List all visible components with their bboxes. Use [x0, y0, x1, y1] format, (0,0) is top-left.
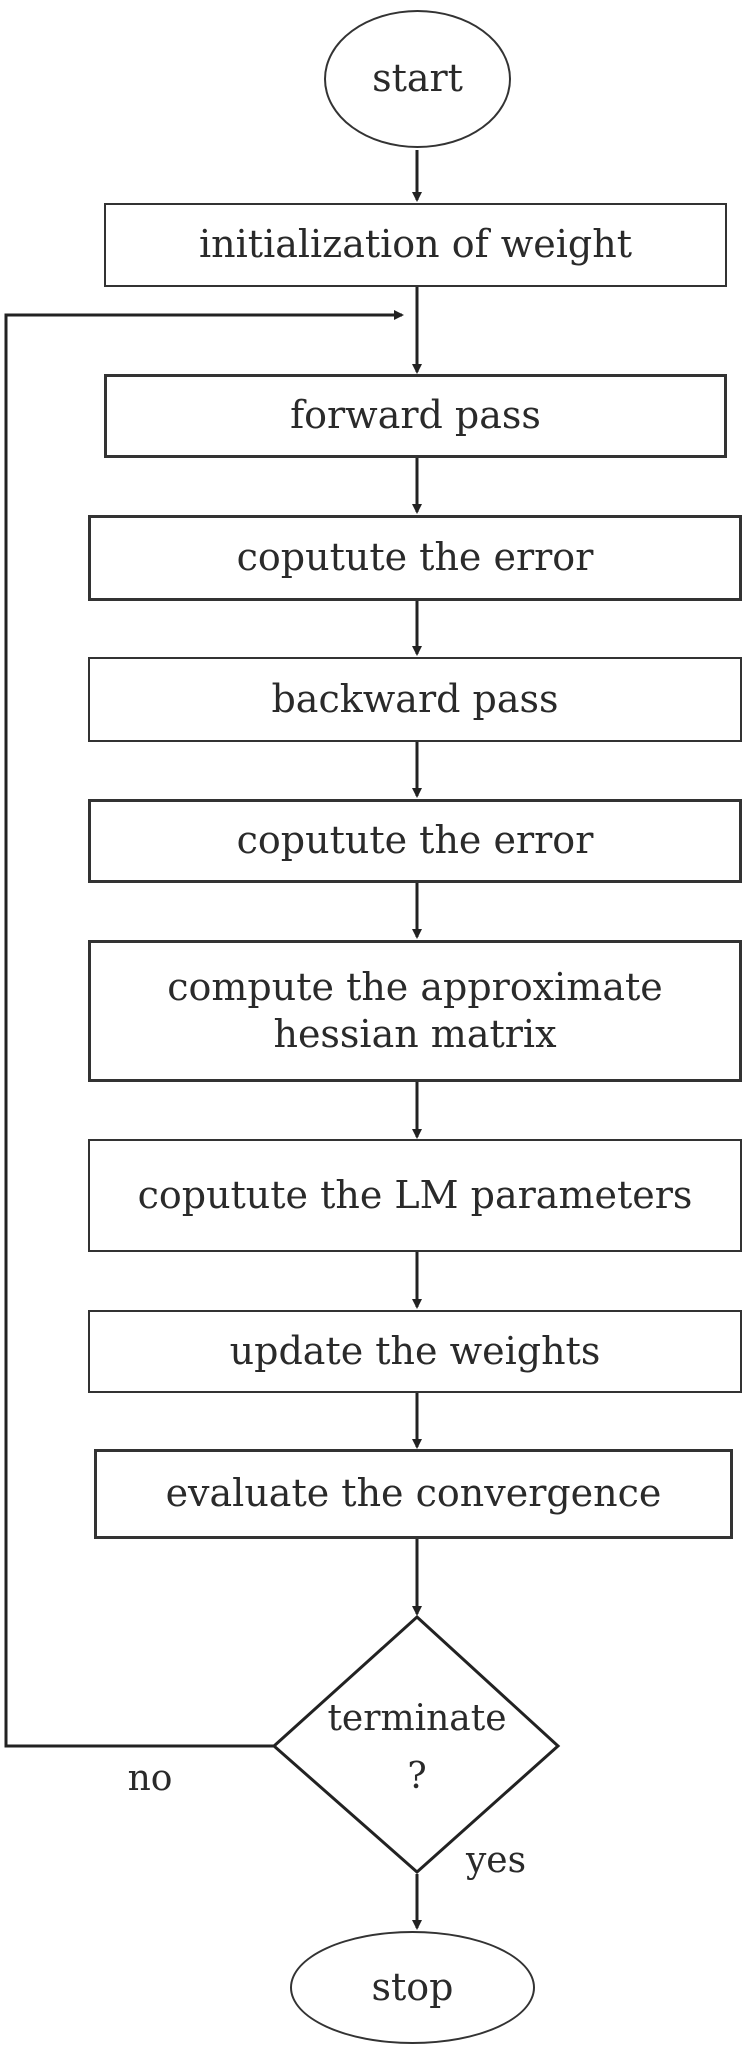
step-lm-parameters: coputute the LM parameters [88, 1139, 742, 1252]
loop-back-line [4, 310, 404, 1748]
step-initialization: initialization of weight [104, 203, 727, 287]
stop-label: stop [371, 1964, 454, 2009]
step-label: update the weights [229, 1328, 601, 1373]
decision-text: terminate ? [300, 1690, 534, 1805]
decision-diamond [271, 1614, 561, 1875]
step-compute-error-2: coputute the error [88, 799, 742, 883]
step-label: coputute the error [236, 535, 594, 580]
step-backward-pass: backward pass [88, 657, 742, 742]
step-evaluate-convergence: evaluate the convergence [94, 1449, 733, 1539]
start-node: start [324, 10, 511, 148]
step-label: coputute the error [236, 818, 594, 863]
stop-node: stop [290, 1931, 535, 2044]
start-label: start [372, 56, 463, 101]
step-update-weights: update the weights [88, 1310, 742, 1393]
decision-line2: ? [407, 1755, 427, 1797]
step-label: forward pass [290, 393, 541, 438]
step-label: coputute the LM parameters [137, 1172, 693, 1217]
step-forward-pass: forward pass [104, 374, 727, 458]
decision-line1: terminate [327, 1698, 507, 1739]
step-label: backward pass [271, 676, 559, 721]
step-hessian-matrix: compute the approximate hessian matrix [88, 940, 742, 1082]
yes-label: yes [465, 1840, 527, 1881]
step-compute-error-1: coputute the error [88, 515, 742, 601]
step-label: compute the approximate hessian matrix [167, 964, 663, 1057]
step-label: evaluate the convergence [165, 1471, 662, 1516]
step-label: initialization of weight [199, 222, 632, 267]
no-label: no [127, 1758, 173, 1799]
